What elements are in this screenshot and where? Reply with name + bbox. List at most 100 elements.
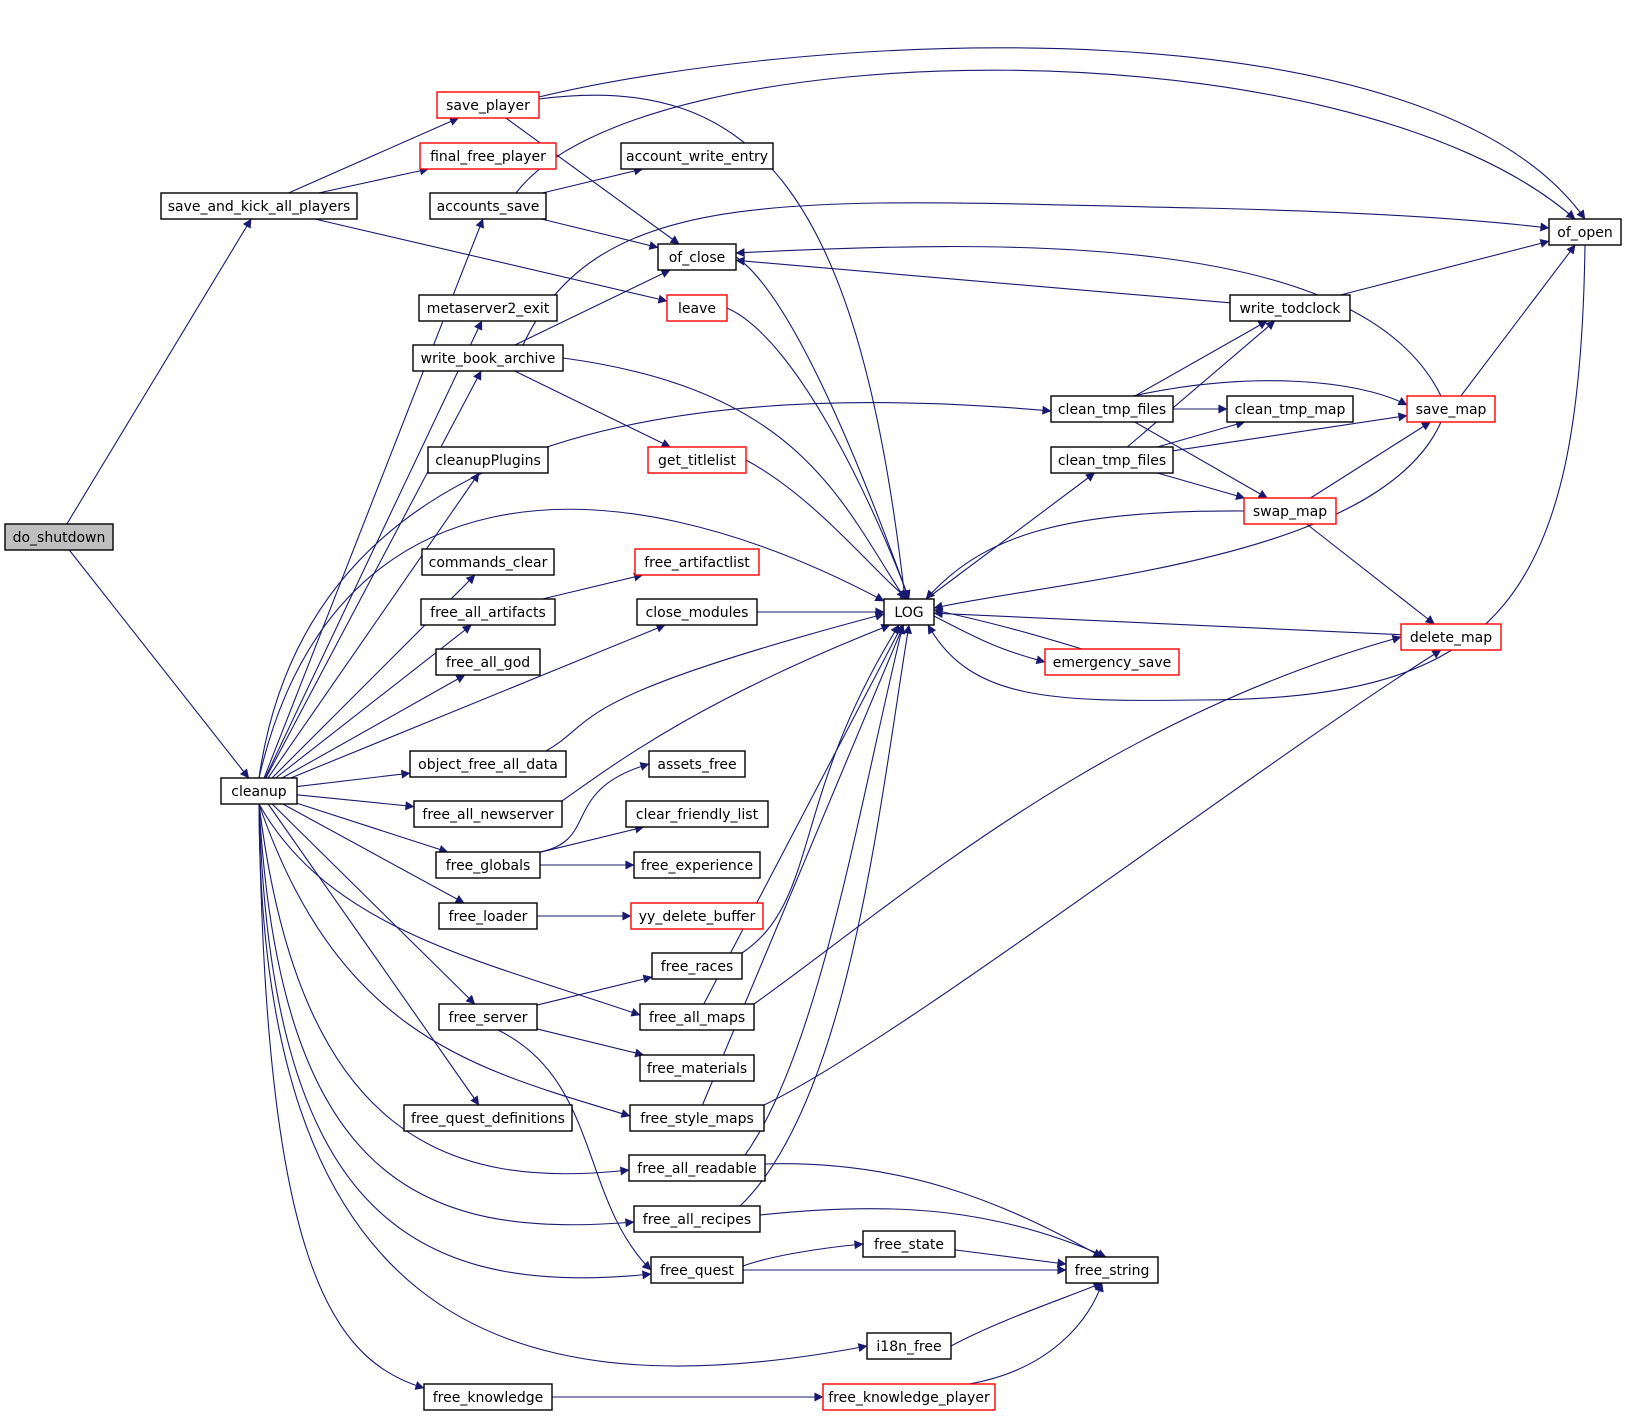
node-label: LOG — [894, 605, 923, 621]
node-free-state[interactable]: free_state — [862, 1230, 956, 1258]
node-free-all-god[interactable]: free_all_god — [435, 648, 541, 676]
node-LOG[interactable]: LOG — [883, 598, 935, 626]
node-box — [436, 91, 540, 119]
node-label: free_materials — [647, 1061, 747, 1077]
node-free-races[interactable]: free_races — [651, 952, 743, 980]
node-free-all-readable[interactable]: free_all_readable — [628, 1154, 766, 1182]
node-label: yy_delete_buffer — [639, 909, 756, 925]
node-cleanup[interactable]: cleanup — [220, 777, 298, 805]
node-box — [639, 1054, 755, 1082]
node-clean-tmp-map[interactable]: clean_tmp_map — [1226, 395, 1354, 423]
node-label: free_server — [449, 1010, 528, 1026]
node-free-all-maps[interactable]: free_all_maps — [639, 1003, 755, 1031]
node-close-modules[interactable]: close_modules — [636, 598, 758, 626]
node-label: emergency_save — [1053, 655, 1172, 671]
node-label: free_all_maps — [649, 1010, 745, 1026]
node-free-quest[interactable]: free_quest — [650, 1256, 744, 1284]
node-label: free_all_recipes — [643, 1212, 751, 1228]
edge-cleanup-to-free_all_god — [281, 674, 466, 779]
node-box — [423, 1383, 553, 1411]
node-do-shutdown[interactable]: do_shutdown — [4, 523, 114, 551]
node-free-string[interactable]: free_string — [1065, 1256, 1159, 1284]
node-emergency-save[interactable]: emergency_save — [1044, 648, 1180, 676]
node-of-open[interactable]: of_open — [1548, 218, 1622, 246]
node-swap-map[interactable]: swap_map — [1243, 497, 1337, 525]
edge-write_book_archive-to-of_close — [514, 269, 671, 346]
node-box — [628, 1154, 766, 1182]
edge-accounts_save-to-of_close — [541, 218, 659, 250]
node-cleanupPlugins[interactable]: cleanupPlugins — [427, 446, 549, 474]
node-free-materials[interactable]: free_materials — [639, 1054, 755, 1082]
node-free-quest-definitions[interactable]: free_quest_definitions — [403, 1104, 573, 1132]
node-label: object_free_all_data — [418, 757, 558, 773]
node-metaserver2-exit[interactable]: metaserver2_exit — [418, 294, 558, 322]
edge-save_map-to-of_close — [735, 245, 1442, 397]
node-box — [657, 243, 737, 271]
node-write-book-archive[interactable]: write_book_archive — [412, 344, 564, 372]
node-box — [435, 648, 541, 676]
node-label: free_all_god — [446, 655, 530, 671]
edge-write_book_archive-to-LOG — [562, 357, 906, 600]
node-label: accounts_save — [437, 199, 540, 215]
node-free-server[interactable]: free_server — [438, 1003, 538, 1031]
node-label: of_open — [1557, 225, 1612, 241]
edge-free_races-to-LOG — [741, 624, 900, 954]
node-of-close[interactable]: of_close — [657, 243, 737, 271]
node-free-all-recipes[interactable]: free_all_recipes — [633, 1205, 761, 1233]
edge-cleanup-to-i18n_free — [258, 803, 868, 1367]
edge-i18n_free-to-free_string — [950, 1282, 1103, 1347]
node-free-knowledge-player[interactable]: free_knowledge_player — [822, 1383, 996, 1411]
node-save-and-kick-all-players[interactable]: save_and_kick_all_players — [160, 192, 358, 220]
node-i18n-free[interactable]: i18n_free — [866, 1332, 952, 1360]
edge-free_all_maps-to-delete_map — [753, 634, 1402, 1005]
node-free-style-maps[interactable]: free_style_maps — [629, 1104, 765, 1132]
node-box — [647, 446, 747, 474]
node-write-todclock[interactable]: write_todclock — [1229, 294, 1351, 322]
edge-save_and_kick_all_players-to-leave — [314, 218, 668, 304]
node-free-experience[interactable]: free_experience — [633, 851, 761, 879]
node-final-free-player[interactable]: final_free_player — [419, 142, 557, 170]
node-save-map[interactable]: save_map — [1406, 395, 1496, 423]
edge-cleanup-to-metaserver2_exit — [264, 320, 483, 779]
node-account-write-entry[interactable]: account_write_entry — [620, 142, 774, 170]
node-label: final_free_player — [430, 149, 546, 165]
edge-save_and_kick_all_players-to-final_free_player — [318, 166, 429, 194]
node-clear-friendly-list[interactable]: clear_friendly_list — [625, 800, 769, 828]
edge-save_map-to-LOG — [933, 421, 1442, 611]
node-free-all-newserver[interactable]: free_all_newserver — [413, 800, 563, 828]
node-commands-clear[interactable]: commands_clear — [421, 548, 555, 576]
node-box — [1229, 294, 1351, 322]
node-save-player[interactable]: save_player — [436, 91, 540, 119]
node-free-artifactlist[interactable]: free_artifactlist — [634, 548, 760, 576]
node-accounts-save[interactable]: accounts_save — [429, 192, 547, 220]
node-delete-map[interactable]: delete_map — [1400, 623, 1502, 651]
node-free-all-artifacts[interactable]: free_all_artifacts — [420, 598, 556, 626]
edge-get_titlelist-to-LOG — [745, 459, 910, 600]
node-box — [625, 800, 769, 828]
node-label: write_todclock — [1239, 301, 1341, 317]
node-free-loader[interactable]: free_loader — [438, 902, 538, 930]
node-label: free_globals — [446, 858, 531, 874]
edge-LOG-to-emergency_save — [933, 615, 1046, 665]
edge-free_state-to-free_string — [954, 1249, 1067, 1268]
edge-swap_map-to-LOG — [925, 510, 1245, 600]
node-clean-tmp-files-a[interactable]: clean_tmp_files — [1050, 395, 1174, 423]
node-box — [822, 1383, 996, 1411]
node-object-free-all-data[interactable]: object_free_all_data — [409, 750, 567, 778]
edge-save_player-to-LOG — [538, 94, 909, 600]
edge-free_knowledge_player-to-free_string — [968, 1282, 1104, 1385]
node-free-globals[interactable]: free_globals — [435, 851, 541, 879]
node-leave[interactable]: leave — [666, 294, 728, 322]
node-box — [1050, 446, 1174, 474]
node-label: clean_tmp_map — [1235, 402, 1346, 418]
edge-clean_tmp_files_b-to-save_map — [1172, 412, 1408, 452]
node-yy-delete-buffer[interactable]: yy_delete_buffer — [630, 902, 764, 930]
node-assets-free[interactable]: assets_free — [648, 750, 746, 778]
node-label: free_knowledge — [433, 1390, 544, 1406]
edge-clean_tmp_files_a-to-save_map — [1132, 380, 1408, 406]
node-box — [421, 548, 555, 576]
node-clean-tmp-files-b[interactable]: clean_tmp_files — [1050, 446, 1174, 474]
node-free-knowledge[interactable]: free_knowledge — [423, 1383, 553, 1411]
node-get-titlelist[interactable]: get_titlelist — [647, 446, 747, 474]
